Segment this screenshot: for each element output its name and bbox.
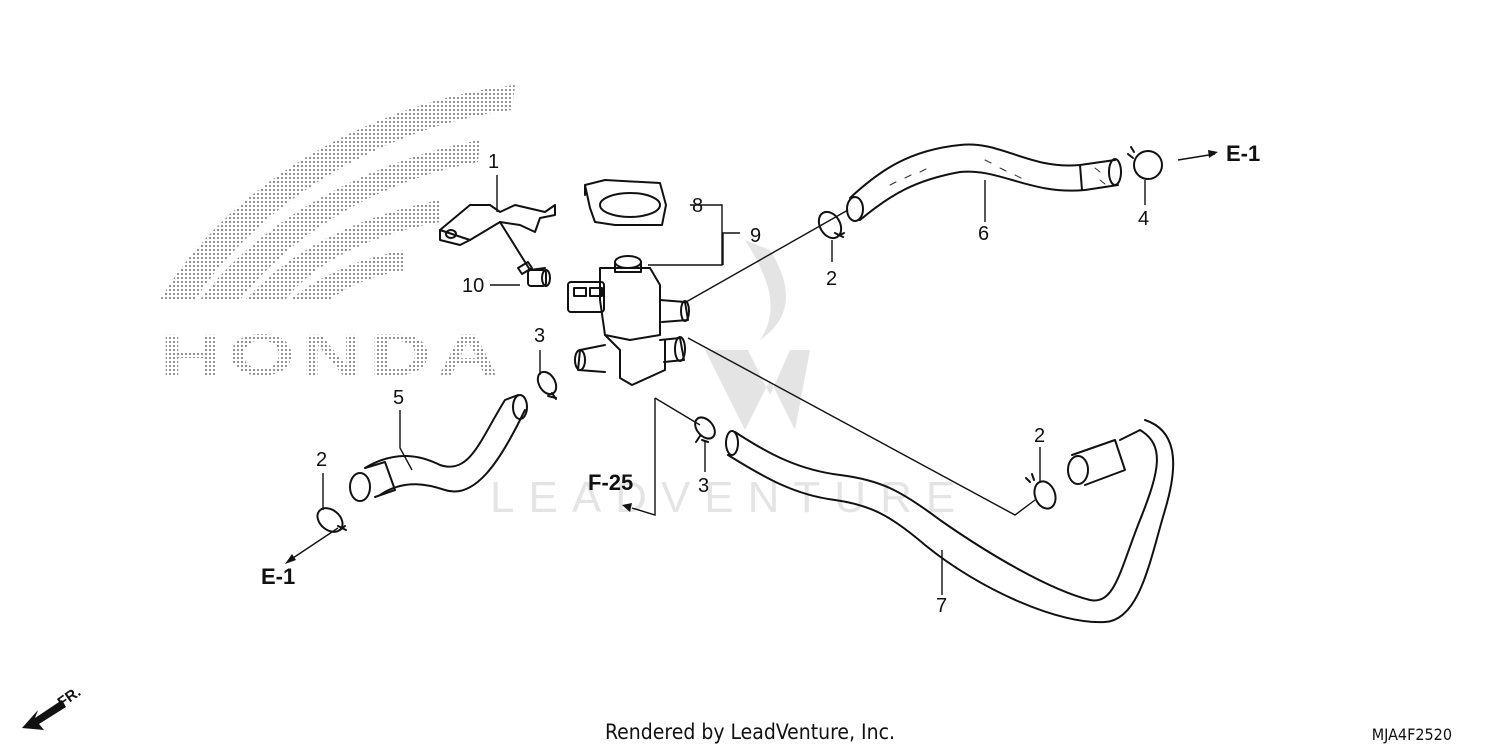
callout-1: 1 <box>488 151 499 173</box>
honda-logo-text: HONDA <box>160 323 505 388</box>
part-8-rubber-mount <box>584 179 667 226</box>
callout-2-left: 2 <box>316 449 327 471</box>
ref-e1-bottom[interactable]: E-1 <box>261 564 295 589</box>
callout-7: 7 <box>936 595 947 617</box>
arrow-heads <box>285 150 1218 564</box>
leadventure-watermark: LEADVENTURE <box>490 240 969 522</box>
callout-8: 8 <box>692 195 703 217</box>
part-7-hose <box>725 419 1175 624</box>
footer-credit: Rendered by LeadVenture, Inc. <box>605 720 895 744</box>
part-1-bracket <box>439 204 556 271</box>
honda-wing-logo <box>160 85 515 300</box>
part-6-hose <box>846 143 1122 222</box>
callout-2-right: 2 <box>1034 425 1045 447</box>
part-3-clamp-lower <box>694 416 716 443</box>
callout-3-lower: 3 <box>698 475 709 497</box>
callout-6: 6 <box>978 223 989 245</box>
part-5-hose <box>349 394 528 502</box>
part-9-control-valve <box>567 255 690 386</box>
part-4-clamp <box>1127 146 1163 180</box>
part-2-clamp-right <box>1025 473 1057 510</box>
leader-lines <box>289 153 1216 595</box>
part-2-clamp-left <box>316 507 347 533</box>
diagram-code: MJA4F2520 <box>1371 725 1452 744</box>
part-3-clamp-upper <box>536 370 558 400</box>
ref-f25[interactable]: F-25 <box>588 470 633 495</box>
callout-3-upper: 3 <box>534 325 545 347</box>
watermark-text: LEADVENTURE <box>490 473 969 522</box>
ref-e1-top[interactable]: E-1 <box>1226 141 1260 166</box>
part-2-clamp-upper <box>817 210 845 240</box>
callout-9: 9 <box>750 225 761 247</box>
callout-5: 5 <box>393 387 404 409</box>
callouts: 1 10 8 9 2 6 4 3 5 2 3 2 7 <box>316 151 1149 617</box>
callout-10: 10 <box>462 275 484 297</box>
callout-2-upper: 2 <box>826 268 837 290</box>
part-10-bolt <box>517 261 551 287</box>
callout-4: 4 <box>1138 208 1149 230</box>
